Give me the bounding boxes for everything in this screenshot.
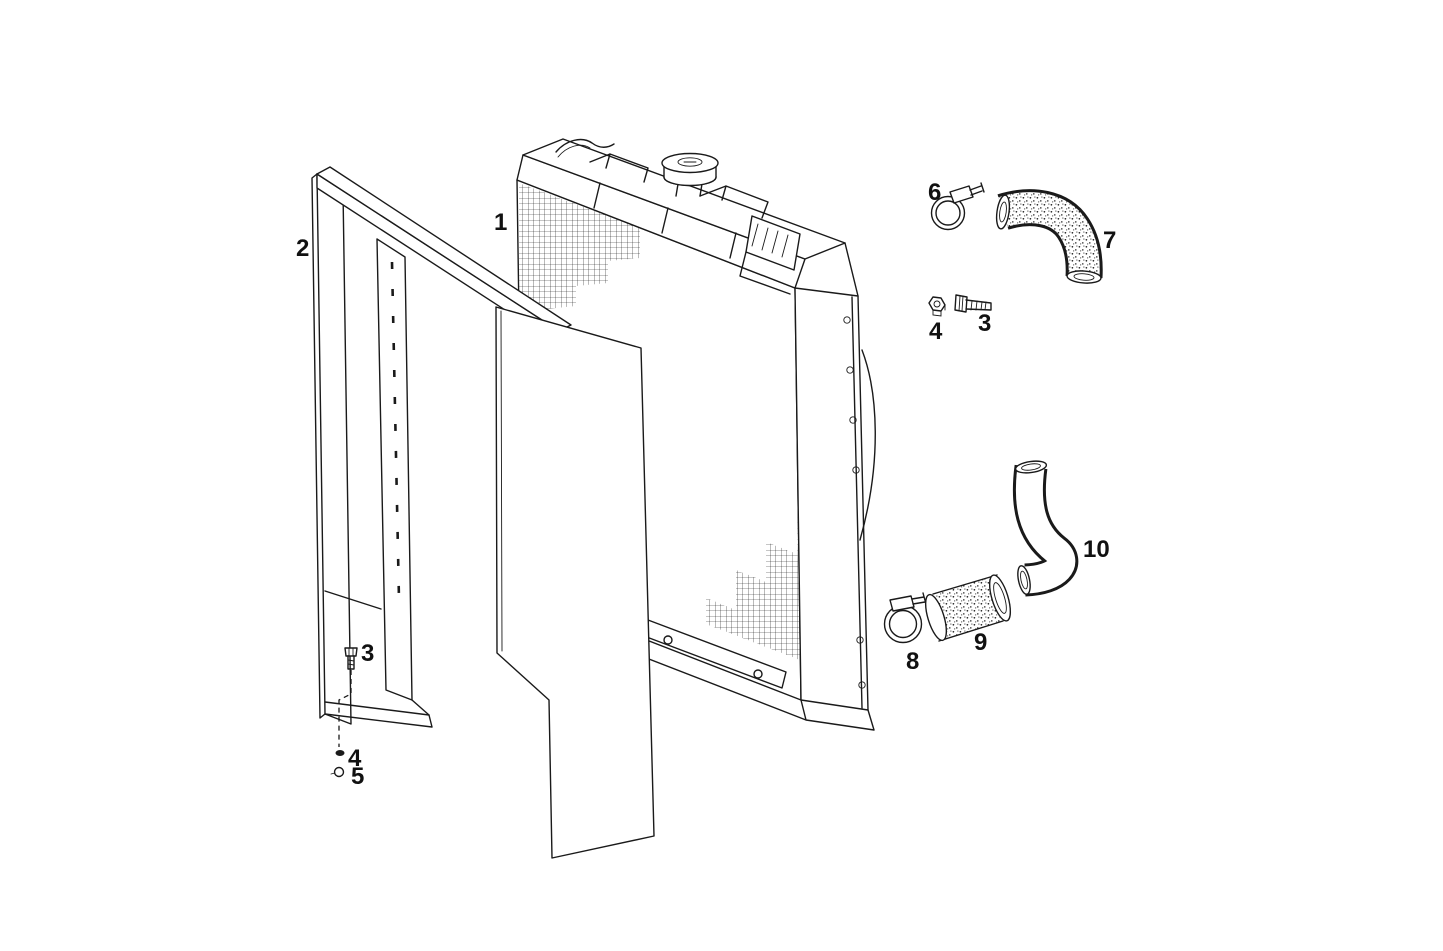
bolt-3-top-drawing (954, 294, 992, 313)
part-label-clamp-top: 6 (928, 179, 941, 206)
part-label-radiator: 1 (494, 209, 507, 236)
mounting-frame-drawing (311, 166, 572, 778)
part-label-frame: 2 (296, 235, 309, 262)
hose-7-drawing (995, 189, 1103, 284)
part-label-washer-left: 5 (351, 763, 364, 790)
radiator-cap (661, 152, 719, 197)
part-label-nut-top: 4 (929, 318, 943, 345)
hose-10-drawing (1012, 460, 1079, 597)
part-label-nut-left: 4 (348, 745, 362, 772)
hose-9-drawing (924, 574, 1012, 642)
part-label-bolt-top: 3 (978, 310, 991, 337)
part-label-bolt-left: 3 (361, 640, 374, 667)
baffle-plate-drawing (495, 306, 655, 859)
hose-clamp-8-drawing (883, 592, 927, 644)
bolt-3-left-drawing (344, 647, 358, 670)
part-label-hose-elbow: 7 (1103, 227, 1116, 254)
part-label-hose-curved: 10 (1083, 536, 1110, 563)
nut-4-left-drawing (335, 750, 345, 756)
nut-4-top-drawing (928, 296, 946, 317)
washer-5-drawing (330, 766, 345, 778)
fan-ring-arc (859, 349, 876, 541)
part-label-hose-straight: 9 (974, 629, 987, 656)
hose-clamp-6-drawing (930, 182, 985, 231)
part-label-clamp-bottom: 8 (906, 648, 919, 675)
